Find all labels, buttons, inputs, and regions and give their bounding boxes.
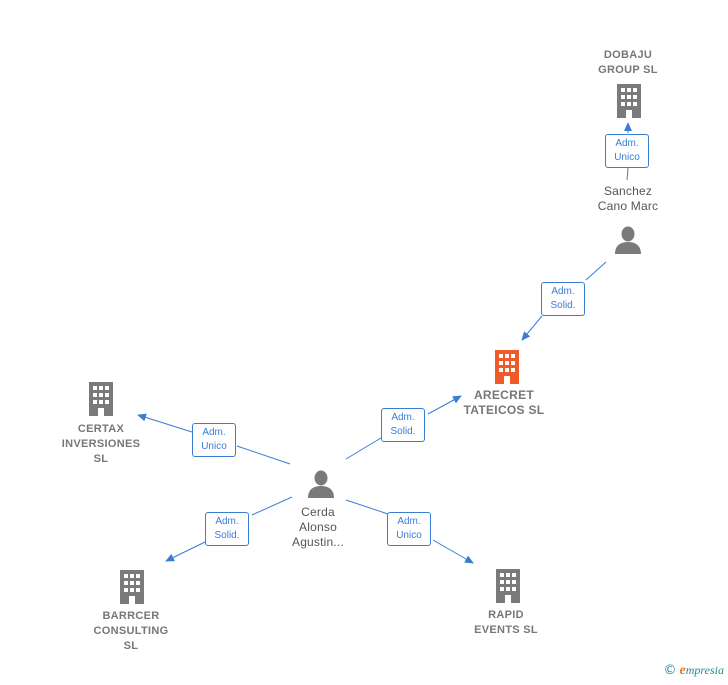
person-label-cerda[interactable]: Cerda Alonso Agustin... <box>291 505 345 549</box>
edge-line <box>345 499 389 515</box>
building-icon[interactable] <box>493 569 523 608</box>
person-icon[interactable] <box>306 470 336 503</box>
copyright-icon: © <box>663 663 677 678</box>
edge-line <box>626 167 629 181</box>
edge-line <box>432 539 474 564</box>
company-label-certax[interactable]: CERTAX INVERSIONES SL <box>61 423 141 465</box>
edge-line <box>251 496 293 516</box>
building-icon-focus[interactable] <box>492 350 522 389</box>
edge-line <box>165 541 206 562</box>
role-badge[interactable]: Adm. Solid. <box>541 282 585 316</box>
edge-line <box>345 437 382 460</box>
edge-line <box>236 445 291 465</box>
company-label-rapid[interactable]: RAPID EVENTS SL <box>474 609 538 636</box>
company-label-dobaju[interactable]: DOBAJU GROUP SL <box>598 49 658 76</box>
role-badge[interactable]: Adm. Unico <box>605 134 649 168</box>
role-badge[interactable]: Adm. Solid. <box>205 512 249 546</box>
brand-credit[interactable]: © empresia <box>664 663 724 679</box>
building-icon[interactable] <box>117 570 147 609</box>
edge-line <box>585 261 607 281</box>
person-icon[interactable] <box>613 226 643 259</box>
person-label-sanchez[interactable]: Sanchez Cano Marc <box>597 184 659 213</box>
edge-line <box>427 395 462 415</box>
edge-line <box>521 315 543 341</box>
company-label-arecret[interactable]: ARECRET TATEICOS SL <box>463 388 545 417</box>
brand-logo-initial: e <box>679 663 686 678</box>
building-icon[interactable] <box>614 84 644 123</box>
brand-logo-text: mpresia <box>685 663 724 677</box>
edge-line <box>137 413 193 433</box>
role-badge[interactable]: Adm. Unico <box>387 512 431 546</box>
role-badge[interactable]: Adm. Unico <box>192 423 236 457</box>
company-label-barrcer[interactable]: BARRCER CONSULTING SL <box>93 610 169 652</box>
building-icon[interactable] <box>86 382 116 421</box>
role-badge[interactable]: Adm. Solid. <box>381 408 425 442</box>
